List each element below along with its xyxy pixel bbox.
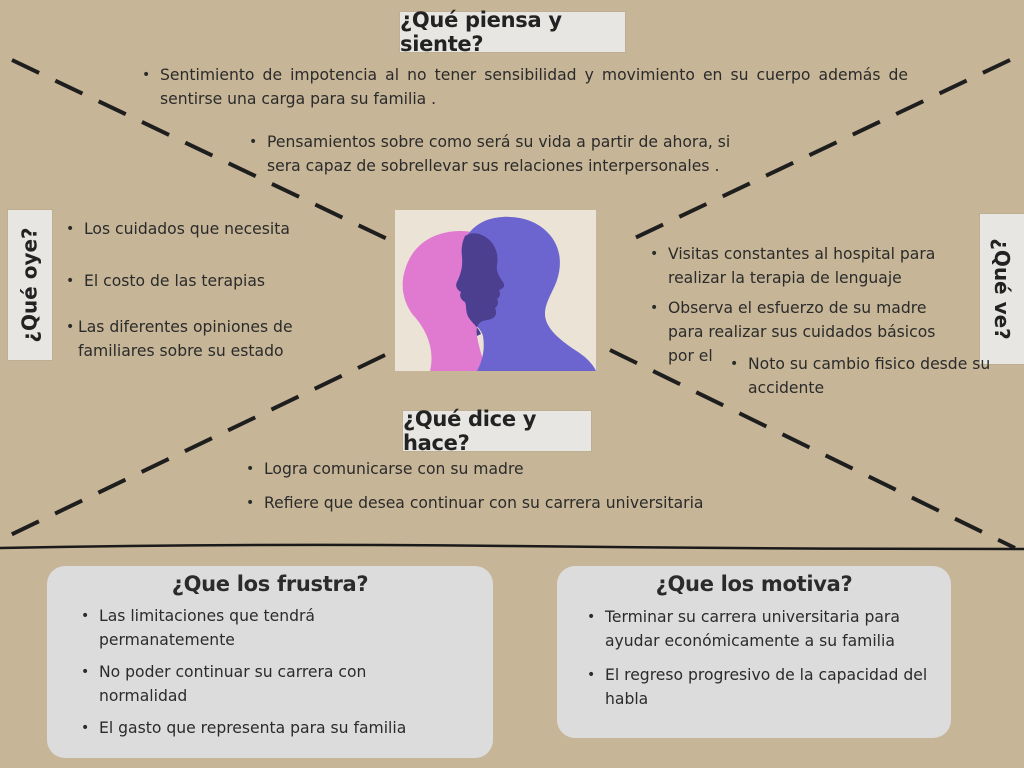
hear-list: Los cuidados que necesita El costo de la…: [62, 217, 362, 363]
list-item: No poder continuar su carrera con normal…: [77, 660, 417, 708]
say-do-list: Logra comunicarse con su madre Refiere q…: [242, 457, 782, 515]
list-item: Logra comunicarse con su madre: [242, 457, 782, 481]
diagonal-line-top-right: [619, 58, 1011, 247]
diagonal-line-bottom-right: [609, 348, 1016, 550]
overlap-silhouette: [456, 233, 505, 336]
list-item: Sentimiento de impotencia al no tener se…: [138, 63, 908, 111]
list-item: Pensamientos sobre como será su vida a p…: [245, 130, 745, 178]
list-item: Noto su cambio fisico desde su accidente: [726, 352, 996, 400]
see-title: ¿Qué ve?: [980, 214, 1024, 364]
profile-heads-image: [395, 210, 596, 371]
list-item: Observa el esfuerzo de su madre para rea…: [646, 296, 946, 368]
list-item: El regreso progresivo de la capacidad de…: [583, 663, 943, 711]
diagonal-line-top-left: [11, 58, 401, 247]
list-item: Terminar su carrera universitaria para a…: [583, 605, 943, 653]
think-feel-list-2: Pensamientos sobre como será su vida a p…: [245, 130, 745, 178]
frustrations-title: ¿Que los frustra?: [171, 572, 369, 596]
say-do-title: ¿Qué dice y hace?: [403, 407, 591, 455]
list-item: El costo de las terapias: [62, 269, 362, 293]
frustrations-list: Las limitaciones que tendrá permanatemen…: [77, 604, 417, 740]
motivations-list: Terminar su carrera universitaria para a…: [583, 605, 943, 711]
see-list-2: Noto su cambio fisico desde su accidente: [726, 352, 996, 400]
see-list: Visitas constantes al hospital para real…: [646, 242, 946, 368]
list-item: Los cuidados que necesita: [62, 217, 362, 241]
horizontal-divider: [0, 543, 1024, 551]
list-item: Visitas constantes al hospital para real…: [646, 242, 946, 290]
hear-title: ¿Qué oye?: [8, 210, 52, 360]
list-item: El gasto que representa para su familia: [77, 716, 417, 740]
motivations-title: ¿Que los motiva?: [655, 572, 853, 596]
list-item: Las diferentes opiniones de familiares s…: [62, 315, 362, 363]
diagonal-line-bottom-left: [0, 353, 386, 542]
list-item: Refiere que desea continuar con su carre…: [242, 491, 782, 515]
think-feel-title: ¿Qué piensa y siente?: [400, 8, 625, 56]
think-feel-list: Sentimiento de impotencia al no tener se…: [138, 63, 908, 111]
list-item: Las limitaciones que tendrá permanatemen…: [77, 604, 417, 652]
